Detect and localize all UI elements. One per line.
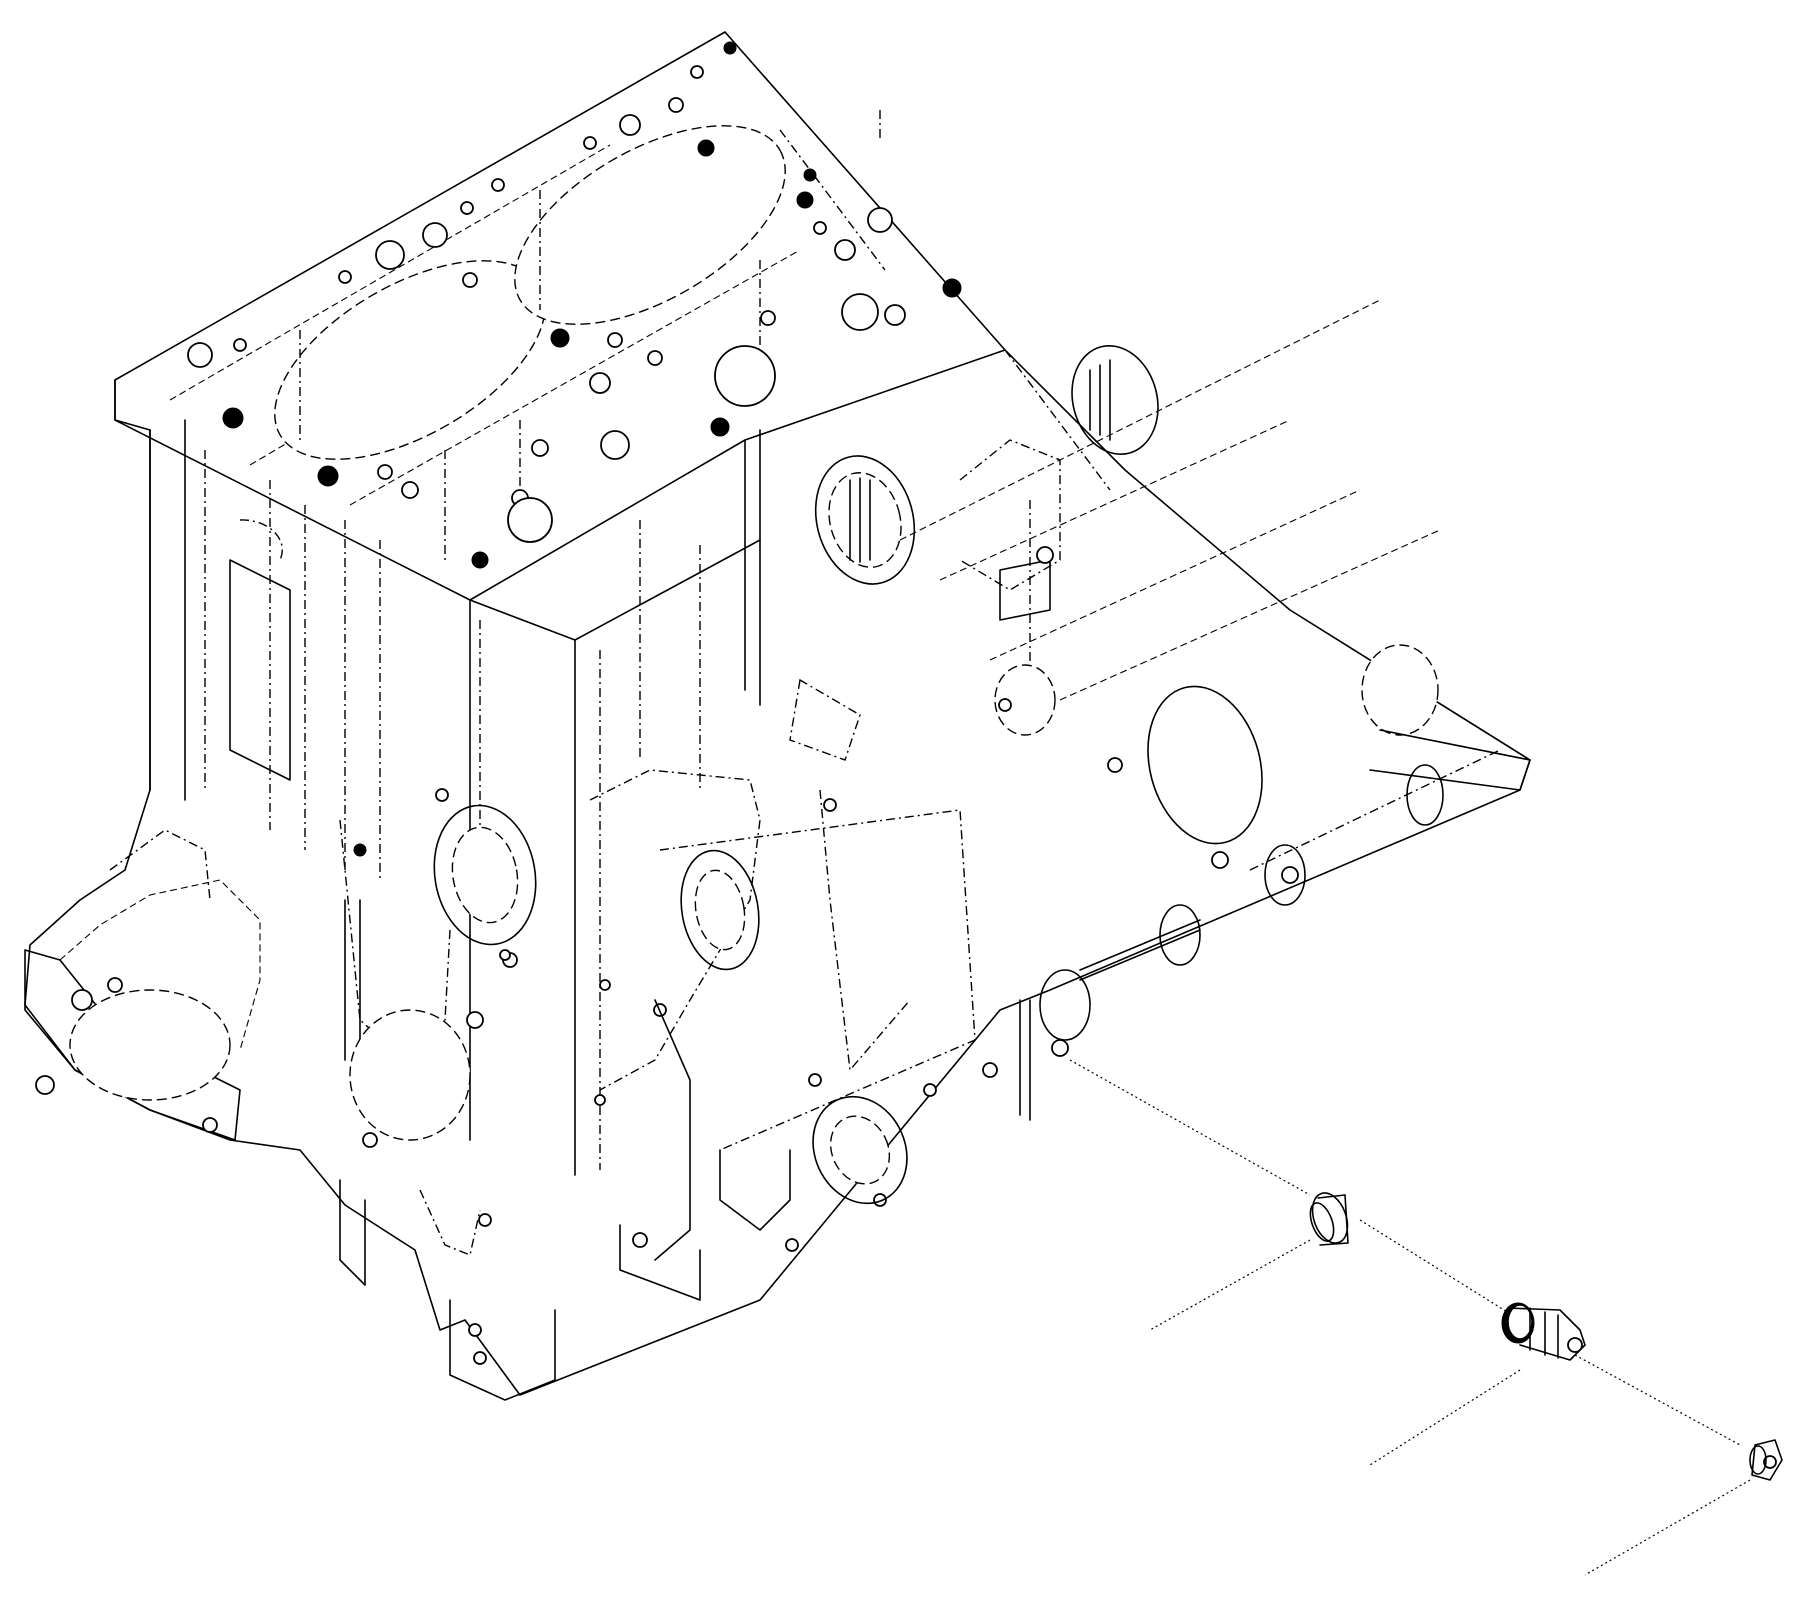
deck-hidden-line-2 — [779, 110, 1111, 491]
cylinder-block — [24, 31, 1531, 1401]
deck-holes — [187, 41, 962, 569]
block-right-face — [639, 299, 1531, 1121]
front-flange — [24, 829, 261, 1141]
threaded-plug-icon — [1501, 1302, 1586, 1361]
bore-2-skirt — [539, 190, 761, 345]
assembly-axis-line — [1069, 1059, 1741, 1446]
block-front-walls — [149, 419, 601, 1176]
callout-leader-plug — [1369, 1369, 1521, 1466]
deck-lower-edge — [469, 539, 761, 641]
callout-leader-washer — [1149, 1239, 1311, 1331]
callout-leader-cap — [1584, 1479, 1751, 1576]
cap-icon — [1749, 1439, 1783, 1481]
block-top-deck — [24, 31, 1531, 1396]
washer-icon — [1309, 1192, 1349, 1246]
exploded-parts — [1069, 1059, 1783, 1576]
block-side-face — [589, 769, 998, 1301]
lower-left-section — [339, 788, 556, 1401]
cylinder-bore-2 — [514, 125, 786, 325]
